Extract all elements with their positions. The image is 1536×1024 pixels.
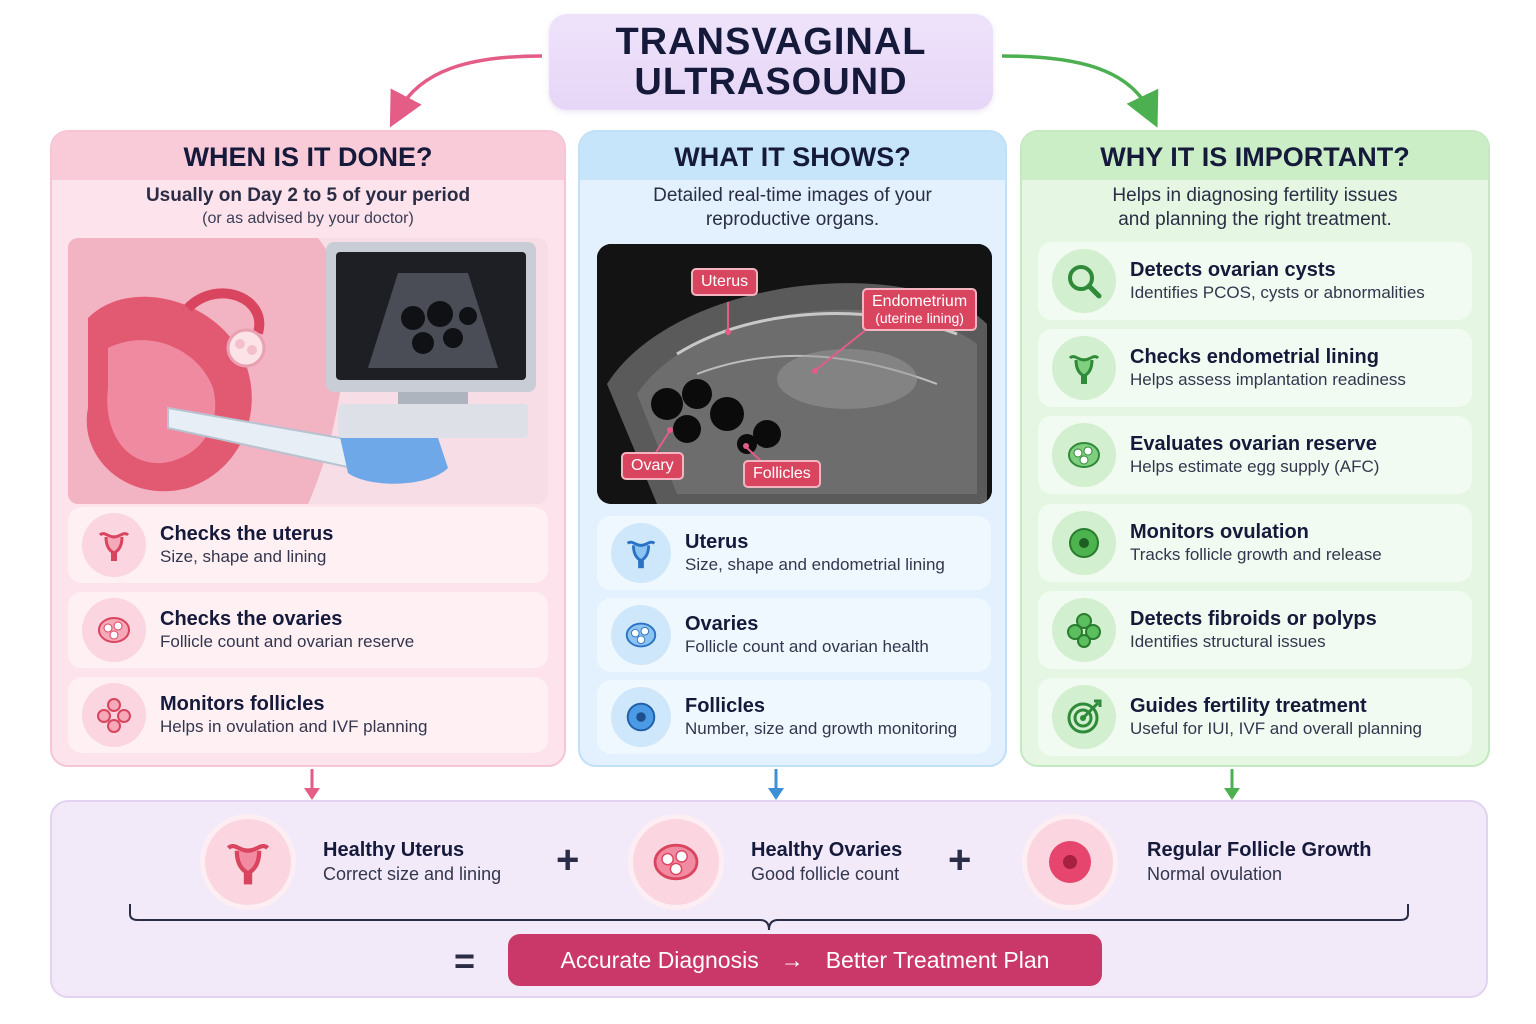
when-item-ovaries: Checks the ovaries Follicle count and ov… [68,592,548,668]
why-item-desc: Identifies PCOS, cysts or abnormalities [1130,283,1425,302]
why-item-title: Detects ovarian cysts [1130,259,1336,281]
summary-desc: Correct size and lining [323,864,502,884]
uterus-icon [1052,336,1116,400]
what-title: WHAT IT SHOWS? [674,142,911,172]
what-item-uterus: Uterus Size, shape and endometrial linin… [597,516,991,590]
summary-title: Healthy Ovaries [751,839,903,861]
what-item-title: Follicles [685,695,766,717]
why-item-desc: Identifies structural issues [1130,632,1326,651]
what-item-desc: Follicle count and ovarian health [685,637,929,656]
arrow-to-when [389,54,543,128]
title-line2: ULTRASOUND [634,61,908,103]
what-item-desc: Size, shape and endometrial lining [685,555,945,574]
why-title: WHY IT IS IMPORTANT? [1100,142,1410,172]
why-item-title: Checks endometrial lining [1130,346,1379,368]
title-line1: TRANSVAGINAL [615,21,927,63]
why-item-ovulation: Monitors ovulation Tracks follicle growt… [1038,504,1472,582]
when-item-desc: Helps in ovulation and IVF planning [160,717,428,736]
procedure-illustration [68,238,548,504]
when-subtitle: Usually on Day 2 to 5 of your period [145,185,471,206]
when-item-title: Checks the uterus [160,523,334,545]
what-subtitle-line1: Detailed real-time images of your [653,185,932,206]
label-uterus: Uterus [691,268,759,296]
what-title-band [580,132,1005,180]
label-ovary: Ovary [621,452,684,480]
result-left: Accurate Diagnosis [560,946,759,973]
follicle-icon [611,687,671,747]
why-subtitle-line1: Helps in diagnosing fertility issues [1112,185,1398,206]
why-item-fibroids: Detects fibroids or polyps Identifies st… [1038,591,1472,669]
summary-title: Healthy Uterus [323,839,465,861]
why-item-title: Detects fibroids or polyps [1130,608,1377,630]
why-item-desc: Helps estimate egg supply (AFC) [1130,457,1380,476]
summary-item-follicle-growth: Regular Follicle Growth Normal ovulation [1147,838,1371,886]
label-follicles: Follicles [743,460,821,488]
label-endometrium-text: Endometrium [872,293,968,310]
why-item-lining: Checks endometrial lining Helps assess i… [1038,329,1472,407]
uterus-icon [82,513,146,577]
when-item-title: Checks the ovaries [160,608,343,630]
label-endometrium-sub: (uterine lining) [875,310,964,326]
why-item-cysts: Detects ovarian cysts Identifies PCOS, c… [1038,242,1472,320]
when-note: (or as advised by your doctor) [202,210,414,227]
what-item-follicles: Follicles Number, size and growth monito… [597,680,991,754]
label-endometrium: Endometrium (uterine lining) [862,288,978,331]
why-item-title: Evaluates ovarian reserve [1130,433,1377,455]
when-item-desc: Follicle count and ovarian reserve [160,632,415,651]
result-bar: Accurate Diagnosis → Better Treatment Pl… [508,934,1102,986]
arrow-right-icon: → [780,946,804,973]
arrow-to-why [1001,54,1159,128]
uterus-icon [611,523,671,583]
why-item-desc: Useful for IUI, IVF and overall planning [1130,719,1422,738]
why-item-treatment: Guides fertility treatment Useful for IU… [1038,678,1472,756]
when-item-uterus: Checks the uterus Size, shape and lining [68,507,548,583]
follicle-growth-icon [1022,814,1118,910]
why-item-reserve: Evaluates ovarian reserve Helps estimate… [1038,416,1472,494]
follicles-icon [82,683,146,747]
why-subtitle-line2: and planning the right treatment. [1118,209,1392,230]
summary-title: Regular Follicle Growth [1147,839,1372,861]
target-icon [1052,685,1116,749]
ovary-icon [1052,423,1116,487]
why-item-title: Guides fertility treatment [1130,695,1367,717]
when-item-follicles: Monitors follicles Helps in ovulation an… [68,677,548,753]
when-item-desc: Size, shape and lining [160,547,327,566]
why-item-desc: Helps assess implantation readiness [1130,370,1406,389]
plus-sign: + [556,838,580,882]
follicle-icon [1052,511,1116,575]
what-subtitle-line2: reproductive organs. [705,209,880,230]
summary-desc: Good follicle count [751,864,900,884]
healthy-ovaries-icon [628,814,724,910]
magnifier-icon [1052,249,1116,313]
summary-item-uterus: Healthy Uterus Correct size and lining [323,838,501,886]
why-item-desc: Tracks follicle growth and release [1130,545,1382,564]
title-box: TRANSVAGINAL ULTRASOUND [549,14,993,110]
why-item-title: Monitors ovulation [1130,521,1309,543]
healthy-uterus-icon [200,814,296,910]
why-title-band [1022,132,1488,180]
cluster-icon [1052,598,1116,662]
what-item-title: Ovaries [685,613,759,635]
when-title-band [52,132,564,180]
summary-desc: Normal ovulation [1147,864,1283,884]
when-item-title: Monitors follicles [160,693,325,715]
when-title: WHEN IS IT DONE? [183,142,433,172]
plus-sign: + [948,838,972,882]
summary-brace [129,904,1409,931]
what-item-title: Uterus [685,531,749,553]
summary-item-ovaries: Healthy Ovaries Good follicle count [751,838,902,886]
ovary-icon [82,598,146,662]
ultrasound-image: Uterus Endometrium (uterine lining) Ovar… [597,244,992,504]
what-item-desc: Number, size and growth monitoring [685,719,958,738]
what-item-ovaries: Ovaries Follicle count and ovarian healt… [597,598,991,672]
ovary-icon [611,605,671,665]
result-right: Better Treatment Plan [825,946,1050,973]
equals-sign: = [454,940,476,981]
